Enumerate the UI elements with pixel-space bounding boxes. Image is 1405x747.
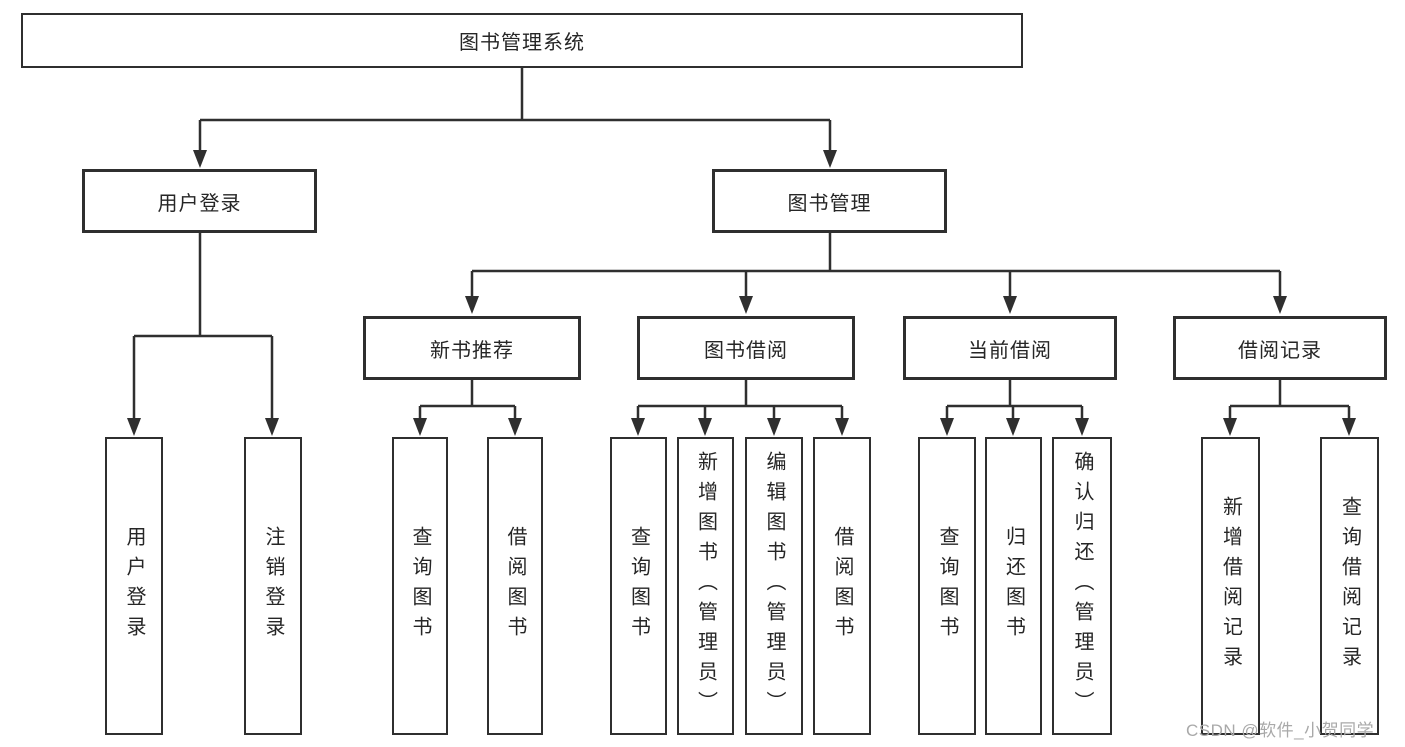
node-book-management: 图书管理 xyxy=(712,169,947,233)
leaf-query-book-current: 查询图书 xyxy=(918,437,976,735)
leaf-borrow-book: 借阅图书 xyxy=(813,437,871,735)
leaf-return-book-label: 归还图书 xyxy=(1002,526,1025,646)
connector-root-to-level2 xyxy=(198,68,832,152)
leaf-borrow-book-recommend-label: 借阅图书 xyxy=(504,526,526,646)
node-user-login: 用户登录 xyxy=(82,169,317,233)
connector-currentborrow-to-leaves xyxy=(945,380,1084,420)
connector-newbook-to-leaves xyxy=(418,380,517,420)
leaf-confirm-return-admin-label: 确认归还（管理员） xyxy=(1071,451,1093,721)
leaf-user-login-label: 用户登录 xyxy=(123,526,145,646)
leaf-user-login: 用户登录 xyxy=(105,437,163,735)
node-user-login-label: 用户登录 xyxy=(157,192,242,215)
node-borrow-records: 借阅记录 xyxy=(1173,316,1387,380)
leaf-return-book: 归还图书 xyxy=(985,437,1042,735)
leaf-borrow-book-label: 借阅图书 xyxy=(831,526,853,646)
node-current-borrow-label: 当前借阅 xyxy=(968,339,1052,362)
leaf-borrow-book-recommend: 借阅图书 xyxy=(487,437,543,735)
connector-borrowrecord-to-leaves xyxy=(1228,380,1351,420)
node-current-borrow: 当前借阅 xyxy=(903,316,1117,380)
leaf-add-borrow-record-label: 新增借阅记录 xyxy=(1219,496,1242,676)
leaf-add-book-admin: 新增图书（管理员） xyxy=(677,437,734,735)
node-book-borrow: 图书借阅 xyxy=(637,316,855,380)
leaf-query-borrow-record-label: 查询借阅记录 xyxy=(1338,496,1361,676)
node-book-borrow-label: 图书借阅 xyxy=(704,339,788,362)
leaf-query-book-current-label: 查询图书 xyxy=(936,526,958,646)
leaf-add-book-admin-label: 新增图书（管理员） xyxy=(694,451,717,721)
leaf-confirm-return-admin: 确认归还（管理员） xyxy=(1052,437,1112,735)
leaf-query-book-borrow-label: 查询图书 xyxy=(627,526,650,646)
leaf-logout: 注销登录 xyxy=(244,437,302,735)
node-new-book-recommend-label: 新书推荐 xyxy=(430,339,514,362)
node-root: 图书管理系统 xyxy=(21,13,1023,68)
leaf-logout-label: 注销登录 xyxy=(262,526,284,646)
leaf-edit-book-admin-label: 编辑图书（管理员） xyxy=(763,451,785,721)
connector-userlogin-to-leaves xyxy=(132,233,274,420)
leaf-query-book-recommend: 查询图书 xyxy=(392,437,448,735)
connector-bookmgmt-to-level3 xyxy=(470,233,1282,298)
node-book-management-label: 图书管理 xyxy=(787,192,872,215)
leaf-add-borrow-record: 新增借阅记录 xyxy=(1201,437,1260,735)
leaf-edit-book-admin: 编辑图书（管理员） xyxy=(745,437,803,735)
connector-bookborrow-to-leaves xyxy=(636,380,844,420)
arrowheads xyxy=(127,150,1356,436)
node-new-book-recommend: 新书推荐 xyxy=(363,316,581,380)
node-root-label: 图书管理系统 xyxy=(459,32,585,54)
leaf-query-book-borrow: 查询图书 xyxy=(610,437,667,735)
node-borrow-records-label: 借阅记录 xyxy=(1238,339,1322,362)
watermark: CSDN @软件_小贺同学 xyxy=(1186,721,1375,740)
leaf-query-book-recommend-label: 查询图书 xyxy=(409,526,431,646)
leaf-query-borrow-record: 查询借阅记录 xyxy=(1320,437,1379,735)
